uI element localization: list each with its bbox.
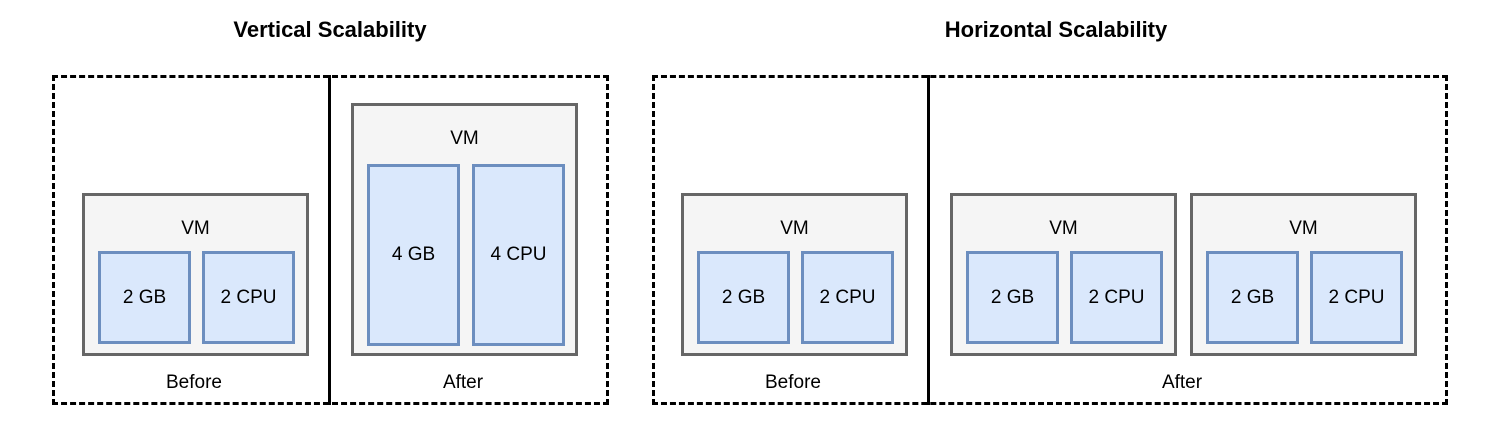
- horizontal-before-caption: Before: [765, 372, 821, 393]
- vertical-before-caption: Before: [166, 372, 222, 393]
- horizontal-after-caption: After: [1161, 372, 1203, 393]
- horizontal-after-vm-2: VM 2 GB 2 CPU: [1190, 193, 1417, 356]
- vm-label: VM: [1289, 218, 1318, 239]
- vertical-after-caption: After: [442, 372, 484, 393]
- cpu-block: 2 CPU: [1070, 251, 1163, 344]
- cpu-block: 4 CPU: [472, 164, 565, 346]
- vertical-before-after-divider: [328, 75, 331, 405]
- cpu-block: 2 CPU: [202, 251, 295, 344]
- vm-label: VM: [780, 218, 809, 239]
- memory-block: 2 GB: [98, 251, 191, 344]
- vertical-before-vm: VM 2 GB 2 CPU: [82, 193, 309, 356]
- memory-block: 2 GB: [1206, 251, 1299, 344]
- memory-block: 2 GB: [697, 251, 790, 344]
- horizontal-scalability-title: Horizontal Scalability: [944, 17, 1168, 42]
- vm-label: VM: [450, 128, 479, 149]
- horizontal-after-vm-1: VM 2 GB 2 CPU: [950, 193, 1177, 356]
- horizontal-before-after-divider: [927, 75, 930, 405]
- vertical-scalability-title: Vertical Scalability: [233, 17, 427, 42]
- horizontal-scalability-panel: [652, 75, 1448, 405]
- vertical-after-vm: VM 4 GB 4 CPU: [351, 103, 578, 356]
- memory-block: 2 GB: [966, 251, 1059, 344]
- cpu-block: 2 CPU: [1310, 251, 1403, 344]
- horizontal-before-vm: VM 2 GB 2 CPU: [681, 193, 908, 356]
- vm-label: VM: [181, 218, 210, 239]
- memory-block: 4 GB: [367, 164, 460, 346]
- cpu-block: 2 CPU: [801, 251, 894, 344]
- vm-label: VM: [1049, 218, 1078, 239]
